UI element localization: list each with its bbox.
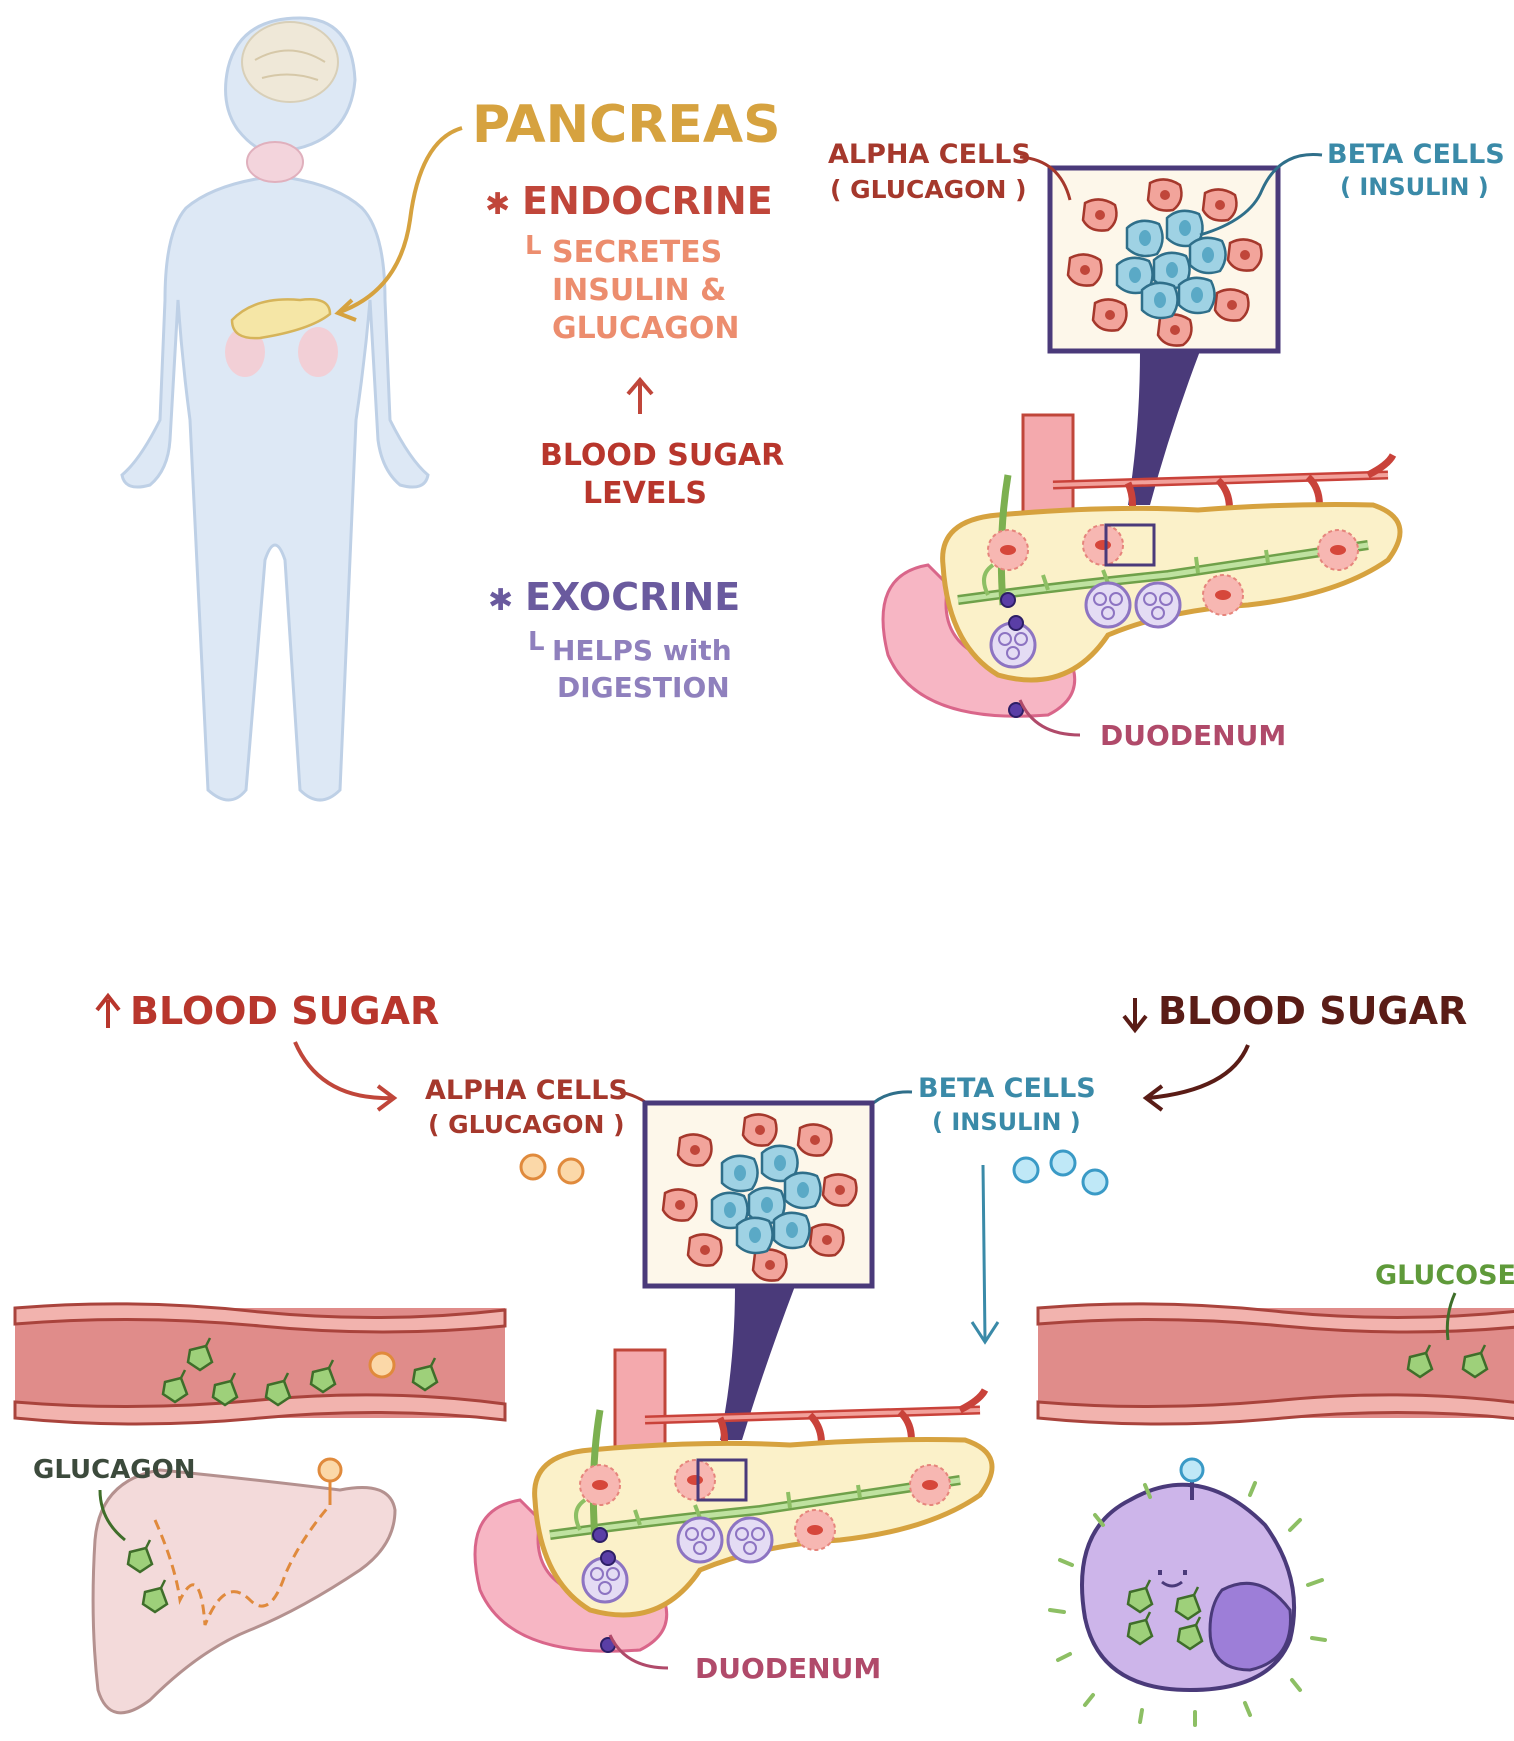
up-arrow-icon	[626, 376, 654, 414]
zoom-connector	[1128, 351, 1200, 505]
body-cell	[1048, 1457, 1327, 1727]
glucagon-label: GLUCAGON	[33, 1455, 196, 1485]
blood-sugar-levels-2: LEVELS	[583, 476, 707, 511]
low-blood-sugar-label: BLOOD SUGAR	[1158, 989, 1467, 1033]
pancreas-title: PANCREAS	[472, 95, 781, 155]
exocrine-desc-1: HELPS with	[552, 634, 732, 667]
blood-vessel-right	[1036, 1302, 1514, 1426]
bottom-beta-insulin-label: ( INSULIN )	[932, 1108, 1081, 1136]
high-blood-sugar-label: BLOOD SUGAR	[130, 989, 439, 1033]
top-duodenum-label: DUODENUM	[1100, 719, 1286, 752]
bottom-duodenum-label: DUODENUM	[695, 1652, 881, 1685]
down-arrow-icon	[970, 1164, 1000, 1345]
top-beta-insulin-label: ( INSULIN )	[1340, 173, 1489, 201]
top-beta-cells-label: BETA CELLS	[1327, 139, 1505, 170]
islet-inset-bottom	[642, 1100, 875, 1289]
bottom-alpha-glucagon-label: ( GLUCAGON )	[428, 1110, 625, 1139]
blood-vessel-left	[13, 1302, 507, 1426]
svg-text:✱: ✱	[488, 583, 513, 618]
down-arrow-icon	[1122, 998, 1148, 1034]
bottom-beta-cells-label: BETA CELLS	[918, 1073, 1096, 1104]
endocrine-desc-1: SECRETES	[552, 235, 722, 270]
endocrine-desc-2: INSULIN &	[552, 273, 726, 308]
liver	[91, 1457, 397, 1715]
exocrine-label: EXOCRINE	[525, 575, 740, 619]
blood-sugar-levels-1: BLOOD SUGAR	[540, 438, 784, 473]
endocrine-label: ENDOCRINE	[522, 179, 773, 223]
up-arrow-icon	[95, 992, 121, 1028]
exocrine-desc-2: DIGESTION	[557, 671, 730, 704]
bottom-alpha-cells-label: ALPHA CELLS	[425, 1075, 628, 1106]
glucose-label: GLUCOSE	[1375, 1260, 1514, 1291]
endocrine-desc-3: GLUCAGON	[552, 311, 740, 346]
svg-text:L: L	[528, 627, 545, 657]
svg-text:L: L	[525, 231, 542, 261]
svg-text:✱: ✱	[485, 187, 510, 222]
top-alpha-cells-label: ALPHA CELLS	[828, 139, 1031, 170]
zoom-connector	[720, 1286, 795, 1440]
top-alpha-glucagon-label: ( GLUCAGON )	[830, 175, 1027, 204]
pointer-arrow	[339, 126, 463, 314]
human-body-figure	[120, 16, 430, 802]
islet-inset-top	[1047, 165, 1281, 354]
